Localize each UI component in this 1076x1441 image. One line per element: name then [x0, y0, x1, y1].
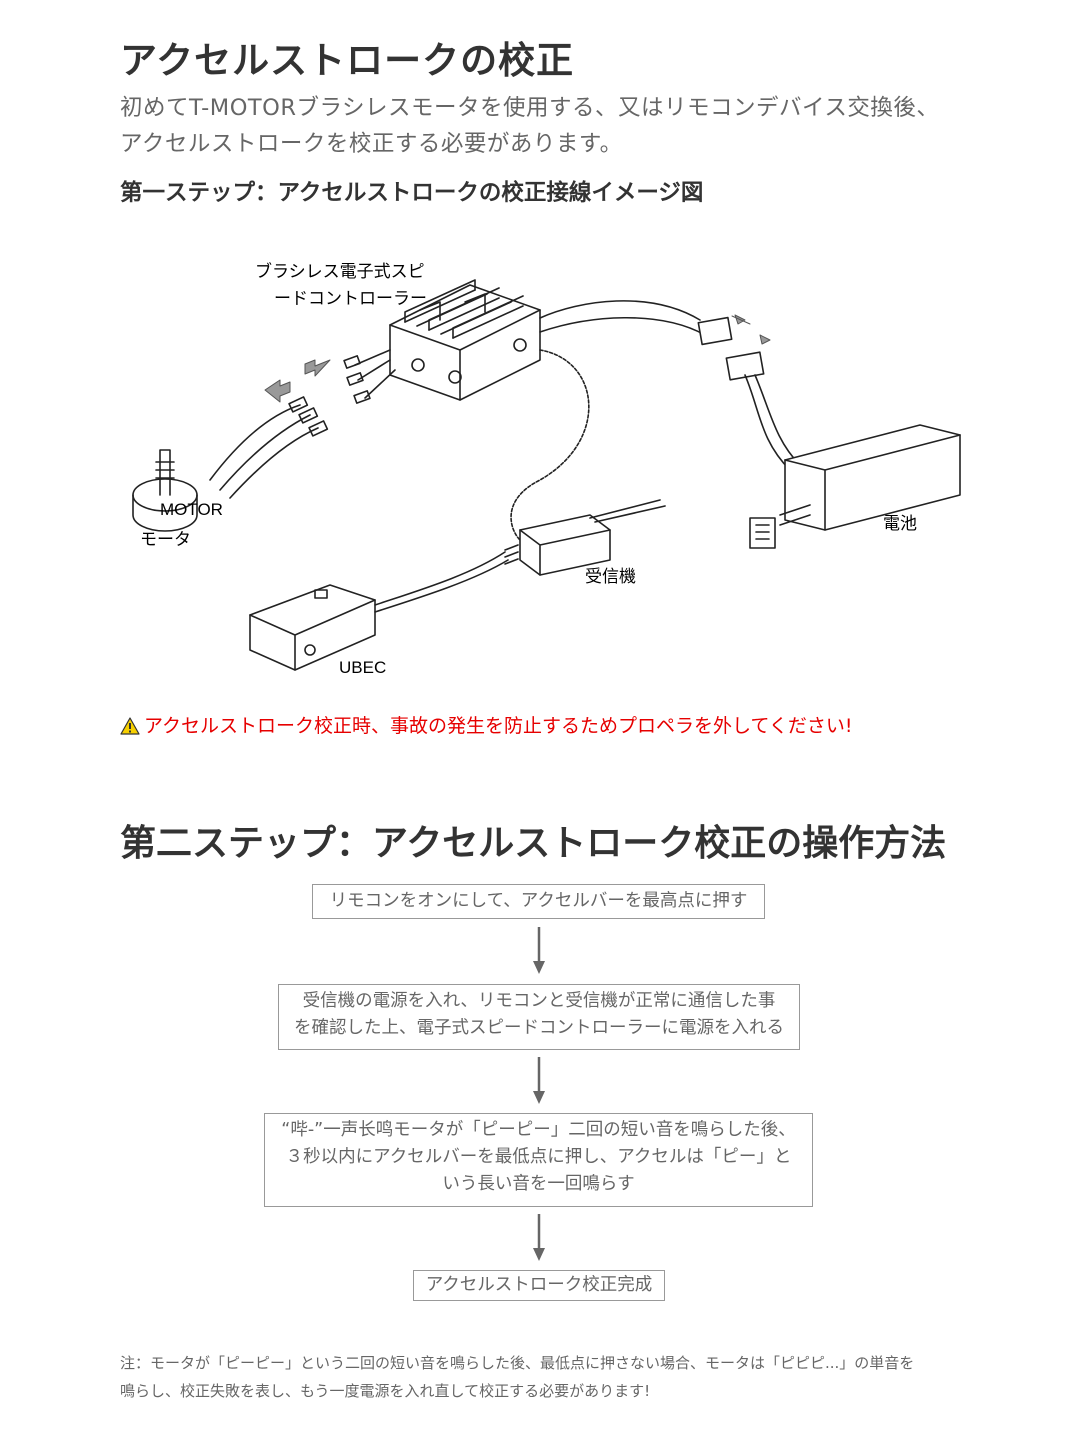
note: 注：モータが「ピーピー」という二回の短い音を鳴らした後、最低点に押さない場合、モ… — [120, 1349, 970, 1405]
warning-text: アクセルストローク校正時、事故の発生を防止するためプロペラを外してください! — [144, 715, 853, 737]
flow-step-4: アクセルストローク校正完成 — [413, 1270, 665, 1301]
warning-icon — [120, 717, 140, 735]
step2-heading: 第二ステップ：アクセルストローク校正の操作方法 — [120, 823, 947, 864]
flow-step-2-line-1: 受信機の電源を入れ、リモコンと受信機が正常に通信した事 — [302, 991, 776, 1011]
esc-label-2: ードコントローラー — [274, 289, 427, 308]
flow-arrow-2 — [533, 1057, 545, 1104]
battery-connectors — [697, 316, 801, 471]
warning-text-row: アクセルストローク校正時、事故の発生を防止するためプロペラを外してください! — [120, 711, 853, 738]
flow-step-1: リモコンをオンにして、アクセルバーを最高点に押す — [312, 884, 765, 919]
note-line-1: 注：モータが「ピーピー」という二回の短い音を鳴らした後、最低点に押さない場合、モ… — [120, 1354, 915, 1372]
note-line-2: 鳴らし、校正失敗を表し、もう一度電源を入れ直して校正する必要があります! — [120, 1382, 651, 1400]
flow-step-3-line-3: いう長い音を一回鳴らす — [442, 1174, 635, 1194]
flow-step-2-line-2: を確認した上、電子式スピードコントローラーに電源を入れる — [294, 1018, 784, 1038]
connection-arrows-motor — [264, 359, 331, 403]
intro-line-2: アクセルストロークを校正する必要があります。 — [120, 131, 623, 157]
intro-line-1: 初めてT-MOTORブラシレスモータを使用する、又はリモコンデバイス交換後、 — [120, 95, 940, 121]
step1-heading: 第一ステップ：アクセルストロークの校正接線イメージ図 — [120, 180, 704, 206]
battery-label: 電池 — [883, 514, 917, 533]
flow-step-1-line: リモコンをオンにして、アクセルバーを最高点に押す — [329, 891, 748, 911]
battery-illustration — [749, 424, 961, 549]
flow-step-3: “哔-”一声长鸣モータが「ピーピー」二回の短い音を鳴らした後、 ３秒以内にアクセ… — [264, 1113, 813, 1207]
page-title: アクセルストロークの校正 — [120, 39, 575, 82]
flow-step-3-line-1: “哔-”一声长鸣モータが「ピーピー」二回の短い音を鳴らした後、 — [281, 1120, 796, 1140]
motor-illustration — [132, 449, 198, 532]
motor-label: モータ — [140, 530, 191, 549]
ubec-label: UBEC — [339, 658, 386, 677]
receiver-label: 受信機 — [585, 567, 636, 586]
wiring-diagram: ブラシレス電子式スピ ードコントローラー モータ MOTOR 電池 受信機 UB… — [132, 261, 961, 677]
esc-illustration — [343, 279, 706, 541]
flow-arrow-3 — [533, 1214, 545, 1261]
ubec-illustration — [249, 551, 509, 671]
connection-arrows-battery — [731, 314, 771, 345]
flow-step-2: 受信機の電源を入れ、リモコンと受信機が正常に通信した事 を確認した上、電子式スピ… — [278, 984, 800, 1050]
motor-brand: MOTOR — [160, 500, 223, 519]
motor-wires — [209, 396, 329, 499]
flow-step-3-line-2: ３秒以内にアクセルバーを最低点に押し、アクセルは「ピー」と — [285, 1147, 792, 1167]
flow-arrow-1 — [533, 927, 545, 974]
flow-step-4-line: アクセルストローク校正完成 — [425, 1275, 653, 1295]
receiver-illustration — [504, 499, 666, 576]
esc-label-1: ブラシレス電子式スピ — [255, 261, 425, 281]
